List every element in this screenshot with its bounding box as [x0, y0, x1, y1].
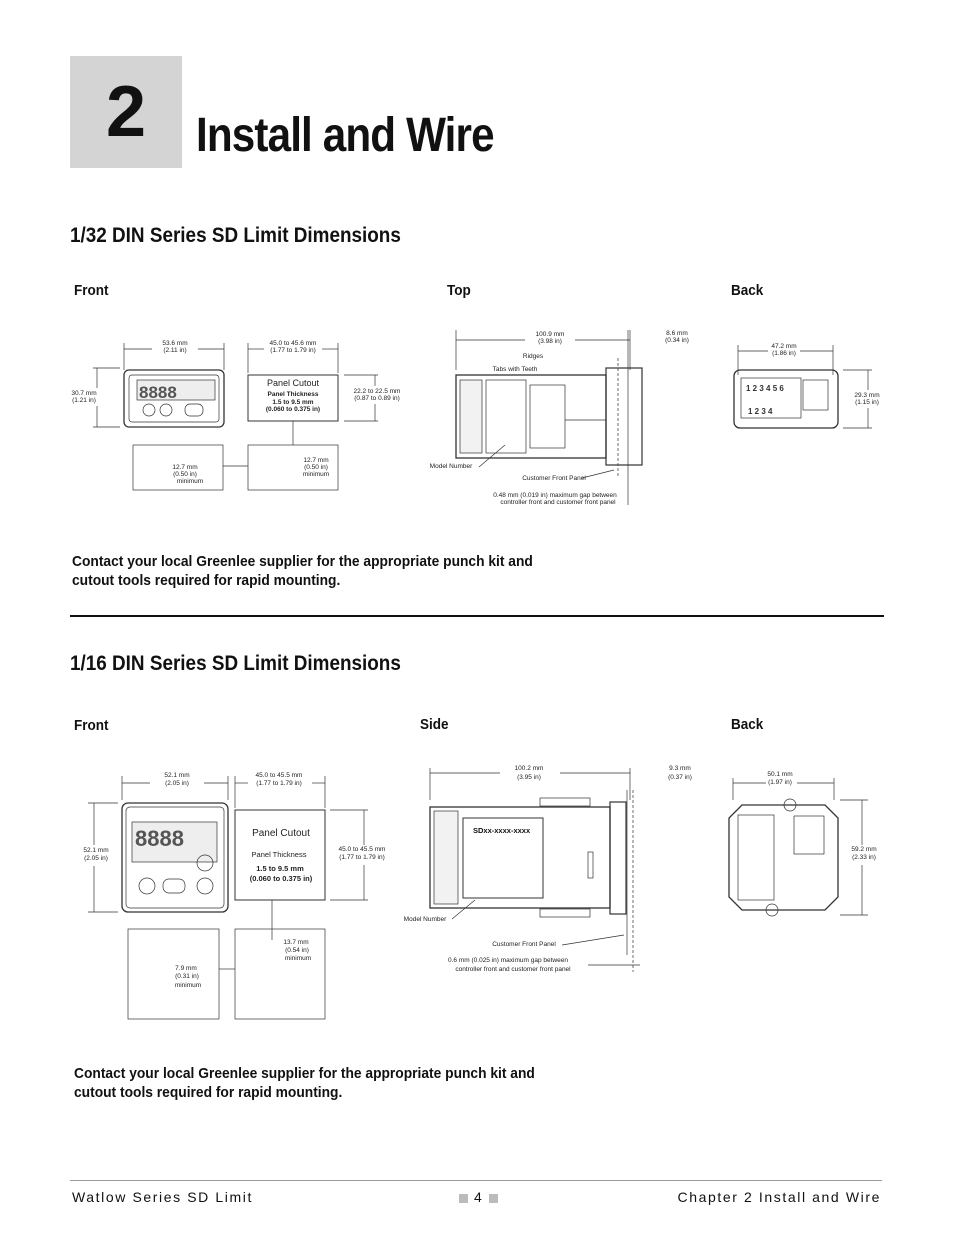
s2-cut-height-mm: 45.0 to 45.5 mm	[339, 846, 386, 853]
s2-model-number: Model Number	[404, 916, 447, 923]
s1-thickness-mm: 1.5 to 9.5 mm	[272, 399, 313, 406]
s1-back-width-in: (1.86 in)	[772, 350, 796, 357]
footer-square-icon	[459, 1193, 468, 1203]
s1-back-height-mm: 29.3 mm	[854, 392, 879, 399]
s2-front-height-in: (2.05 in)	[84, 855, 108, 862]
s2-cutout-title: Panel Cutout	[252, 828, 310, 839]
section1-heading: 1/32 DIN Series SD Limit Dimensions	[70, 224, 401, 247]
footer-rule	[70, 1180, 882, 1181]
s1-top-depth-in: (3.98 in)	[538, 338, 562, 345]
s2-front-height-mm: 52.1 mm	[83, 847, 108, 854]
s1-gap-line1: 0.48 mm (0.019 in) maximum gap between	[493, 492, 617, 499]
s1-front-height-mm: 30.7 mm	[71, 390, 96, 397]
s1-front-label: Front	[74, 282, 109, 299]
s1-model-number: Model Number	[430, 463, 473, 470]
s1-gap-line2: controller front and customer front pane…	[500, 499, 616, 506]
footer-left: Watlow Series SD Limit	[72, 1189, 253, 1205]
s1-display-digits: 8888	[139, 383, 177, 402]
s1-cut-height-in: (0.87 to 0.89 in)	[354, 395, 400, 402]
s2-dimension-drawings: 52.1 mm (2.05 in) 52.1 mm (2.05 in) 45.0…	[83, 765, 877, 1020]
s1-min-v-mm: 12.7 mm	[303, 457, 328, 464]
s1-cutout-title: Panel Cutout	[267, 378, 320, 388]
footer-right: Chapter 2 Install and Wire	[677, 1189, 881, 1205]
s2-side-bezel-mm: 9.3 mm	[669, 765, 691, 772]
s1-front-width-mm: 53.6 mm	[162, 340, 187, 347]
footer-square-icon	[489, 1193, 499, 1203]
s1-thickness-label: Panel Thickness	[268, 391, 319, 398]
svg-text:1 2 3 4 5 6: 1 2 3 4 5 6	[746, 384, 784, 393]
s2-gap-line1: 0.6 mm (0.025 in) maximum gap between	[448, 957, 568, 964]
s2-thickness-label: Panel Thickness	[252, 850, 307, 859]
s2-front-width-mm: 52.1 mm	[164, 772, 189, 779]
s2-cut-width-in: (1.77 to 1.79 in)	[256, 780, 302, 787]
s2-front-width-in: (2.05 in)	[165, 780, 189, 787]
s2-side-label: Side	[420, 716, 449, 733]
footer-page: 4	[453, 1189, 504, 1205]
s1-top-bezel-in: (0.34 in)	[665, 337, 689, 344]
s2-side-bezel-in: (0.37 in)	[668, 774, 692, 781]
s1-customer-panel: Customer Front Panel	[522, 475, 586, 482]
section-divider	[70, 615, 884, 617]
s1-min-h-mm: 12.7 mm	[172, 464, 197, 471]
s1-back-width-mm: 47.2 mm	[771, 343, 796, 350]
s2-back-height-mm: 59.2 mm	[851, 846, 876, 853]
s1-dimension-drawings: 53.6 mm (2.11 in) 30.7 mm (1.21 in) 45.0…	[71, 330, 880, 506]
s1-cut-width-in: (1.77 to 1.79 in)	[270, 347, 316, 354]
s1-min-v-word: minimum	[303, 471, 329, 478]
chapter-number: 2	[70, 56, 182, 168]
s2-note: Contact your local Greenlee supplier for…	[74, 1065, 535, 1101]
s1-top-bezel-mm: 8.6 mm	[666, 330, 688, 337]
s1-top-label: Top	[447, 282, 471, 299]
s1-front-width-in: (2.11 in)	[163, 347, 186, 354]
s2-customer-panel: Customer Front Panel	[492, 941, 556, 948]
s2-back-height-in: (2.33 in)	[852, 854, 876, 861]
s2-model-code: SDxx-xxxx-xxxx	[473, 826, 531, 835]
s1-cut-width-mm: 45.0 to 45.6 mm	[270, 340, 317, 347]
s2-min-h-in: (0.31 in)	[175, 973, 199, 980]
s2-cut-width-mm: 45.0 to 45.5 mm	[256, 772, 303, 779]
s2-back-label: Back	[731, 716, 764, 733]
s2-min-v-mm: 13.7 mm	[283, 939, 308, 946]
s2-side-depth-in: (3.95 in)	[517, 774, 541, 781]
s1-front-height-in: (1.21 in)	[72, 397, 96, 404]
s1-min-v-in: (0.50 in)	[304, 464, 328, 471]
s2-side-depth-mm: 100.2 mm	[515, 765, 544, 772]
s2-gap-line2: controller front and customer front pane…	[455, 966, 571, 973]
s1-min-h-in: (0.50 in)	[173, 471, 197, 478]
s1-thickness-in: (0.060 to 0.375 in)	[266, 406, 320, 413]
s1-note: Contact your local Greenlee supplier for…	[72, 553, 533, 589]
s2-cut-height-in: (1.77 to 1.79 in)	[339, 854, 385, 861]
s1-back-label: Back	[731, 282, 764, 299]
s2-back-width-in: (1.97 in)	[768, 779, 792, 786]
chapter-title: Install and Wire	[196, 109, 495, 162]
s2-min-v-word: minimum	[285, 955, 311, 962]
s1-top-depth-mm: 100.9 mm	[536, 331, 565, 338]
s2-min-h-mm: 7.9 mm	[175, 965, 197, 972]
s1-cut-height-mm: 22.2 to 22.5 mm	[354, 388, 401, 395]
s1-tabs: Tabs with Teeth	[493, 366, 538, 373]
section2-heading: 1/16 DIN Series SD Limit Dimensions	[70, 652, 401, 675]
s2-display-digits: 8888	[135, 826, 184, 851]
s2-front-label: Front	[74, 717, 109, 734]
s1-ridges: Ridges	[523, 353, 544, 360]
page-number: 4	[474, 1189, 484, 1205]
s1-back-height-in: (1.15 in)	[855, 399, 879, 406]
svg-text:1 2 3 4: 1 2 3 4	[748, 407, 773, 416]
s2-thickness-mm: 1.5 to 9.5 mm	[256, 864, 304, 873]
s2-min-h-word: minimum	[175, 982, 201, 989]
s2-back-width-mm: 50.1 mm	[767, 771, 792, 778]
s2-min-v-in: (0.54 in)	[285, 947, 309, 954]
s2-thickness-in: (0.060 to 0.375 in)	[250, 874, 313, 883]
s1-min-h-word: minimum	[177, 478, 203, 485]
